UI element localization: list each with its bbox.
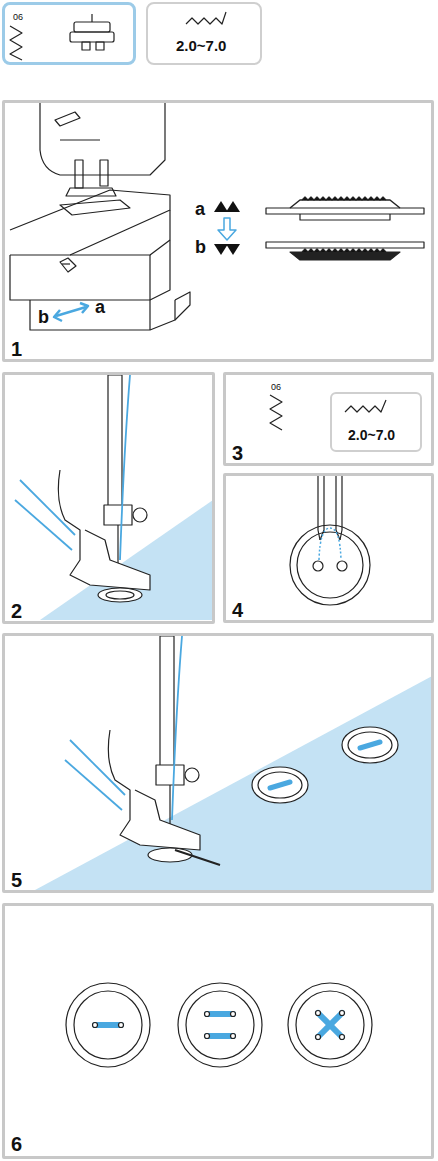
buttons bbox=[252, 727, 398, 803]
step-panel: 06 3 2.0~7.0 bbox=[223, 372, 434, 466]
feed-dog-section-up bbox=[266, 197, 424, 220]
lever-arrow bbox=[54, 303, 88, 321]
setting-label: 06 bbox=[13, 13, 23, 22]
zigzag-icon bbox=[270, 395, 282, 430]
step-panel: abab1 bbox=[2, 100, 434, 362]
down-arrow bbox=[218, 218, 236, 240]
fabric bbox=[35, 675, 434, 890]
callout-number: 4 bbox=[232, 600, 243, 620]
needle-path bbox=[319, 528, 341, 560]
sewing-machine bbox=[10, 102, 190, 330]
callout-number: 2 bbox=[11, 601, 22, 621]
stitch-width-icon bbox=[186, 12, 226, 24]
button-holes bbox=[93, 1011, 345, 1040]
zigzag-icon bbox=[10, 26, 22, 60]
thread bbox=[15, 375, 130, 560]
callout-number: 1 bbox=[11, 339, 22, 359]
thread bbox=[65, 636, 182, 820]
feed-dog-section-down bbox=[266, 242, 424, 260]
setting-label: 06 bbox=[271, 383, 281, 392]
presser-foot-icon bbox=[70, 14, 114, 50]
callout-number: 3 bbox=[232, 443, 243, 463]
position-label: a bbox=[195, 200, 205, 218]
buttons bbox=[66, 983, 372, 1067]
step-panel: 6 bbox=[2, 903, 434, 1159]
button-stitches bbox=[270, 742, 380, 788]
stitch-width-icon bbox=[345, 400, 386, 412]
step-panel: 4 bbox=[223, 473, 434, 623]
presser-foot bbox=[108, 636, 220, 865]
stitch-box: 06 bbox=[2, 2, 136, 65]
width-box: 2.0~7.0 bbox=[330, 392, 422, 452]
position-label: b bbox=[195, 238, 206, 256]
position-label: b bbox=[38, 308, 49, 326]
step-panel: 2 bbox=[2, 372, 215, 624]
twin-needles bbox=[318, 476, 342, 540]
button-stitches bbox=[95, 1013, 342, 1037]
callout-number: 6 bbox=[11, 1134, 22, 1154]
button bbox=[290, 525, 370, 605]
callout-number: 5 bbox=[11, 870, 22, 890]
setting-label: 2.0~7.0 bbox=[348, 428, 395, 442]
presser-foot bbox=[58, 375, 150, 602]
setting-label: 2.0~7.0 bbox=[176, 38, 226, 53]
width-box: 2.0~7.0 bbox=[146, 2, 262, 65]
feed-dog-symbols bbox=[214, 201, 240, 255]
position-label: a bbox=[95, 298, 105, 316]
step-panel: 5 bbox=[2, 633, 434, 893]
